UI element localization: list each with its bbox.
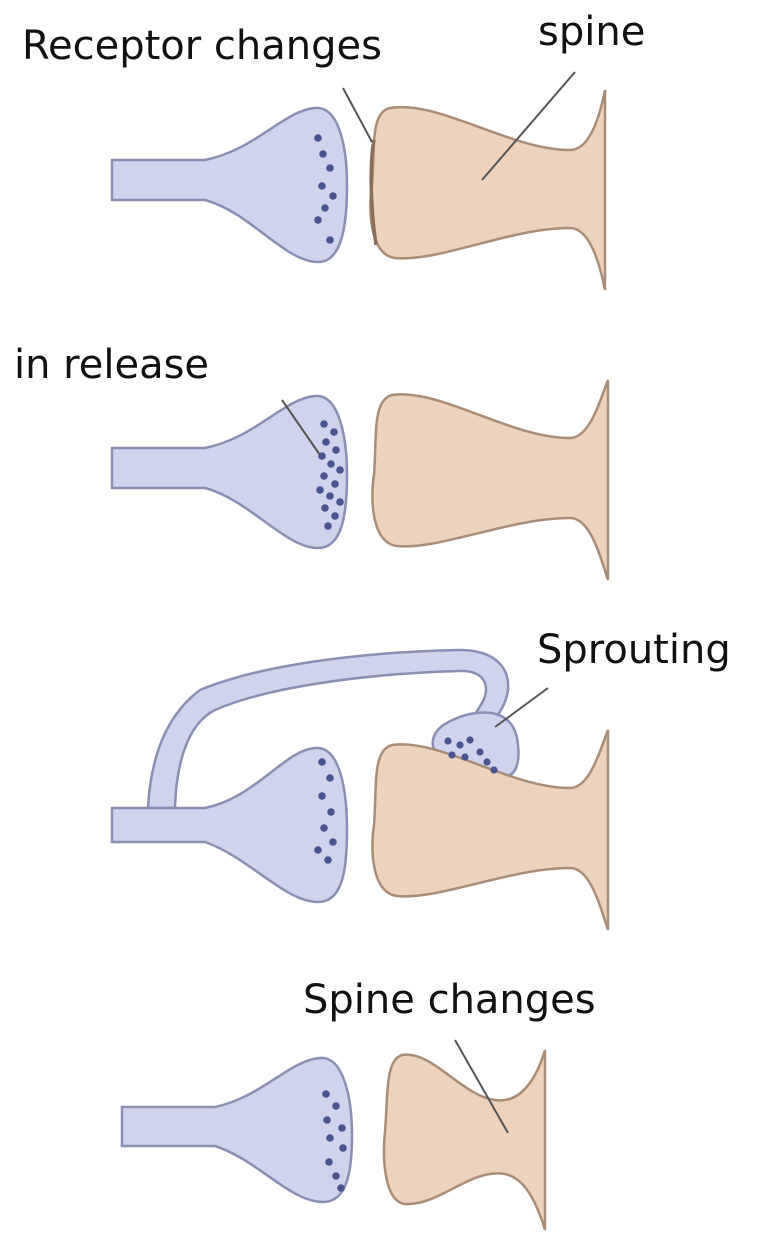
vesicle xyxy=(314,846,322,854)
vesicle xyxy=(336,466,344,474)
vesicle xyxy=(332,1172,340,1180)
vesicle xyxy=(314,134,322,142)
vesicle xyxy=(324,856,332,864)
vesicle xyxy=(318,792,326,800)
vesicle xyxy=(314,216,322,224)
vesicle xyxy=(466,736,473,743)
vesicle xyxy=(326,774,334,782)
presynaptic-terminal xyxy=(112,108,347,262)
vesicle xyxy=(448,751,455,758)
vesicle xyxy=(339,1144,347,1152)
vesicle xyxy=(318,758,326,766)
presynaptic-terminal xyxy=(122,1058,352,1202)
vesicle xyxy=(330,428,338,436)
vesicle xyxy=(483,758,490,765)
vesicle xyxy=(461,753,468,760)
vesicle xyxy=(325,1158,333,1166)
vesicle xyxy=(456,741,463,748)
label-receptor-changes: Receptor changes xyxy=(22,26,382,66)
panel-release-changes xyxy=(112,380,608,580)
vesicle xyxy=(490,766,497,773)
vesicle xyxy=(332,446,340,454)
dendritic-spine xyxy=(372,380,608,580)
vesicle xyxy=(326,236,334,244)
vesicle xyxy=(321,504,329,512)
vesicle xyxy=(329,838,337,846)
vesicle xyxy=(321,204,329,212)
vesicle xyxy=(326,1134,334,1142)
label-spine-changes: Spine changes xyxy=(303,980,596,1020)
dendritic-spine xyxy=(384,1050,545,1230)
label-in-release: in release xyxy=(14,345,209,385)
vesicle xyxy=(322,1090,330,1098)
panel-sprouting xyxy=(112,650,608,930)
vesicle xyxy=(322,438,330,446)
panel-spine-changes xyxy=(122,1040,545,1230)
panel-receptor-changes xyxy=(112,72,605,290)
vesicle xyxy=(326,492,334,500)
vesicle xyxy=(338,1124,346,1132)
vesicle xyxy=(323,1116,331,1124)
presynaptic-terminal xyxy=(112,748,347,902)
vesicle xyxy=(327,460,335,468)
vesicle xyxy=(327,808,335,816)
vesicle xyxy=(337,1184,345,1192)
vesicle xyxy=(320,824,328,832)
vesicle xyxy=(332,1102,340,1110)
vesicle xyxy=(331,480,339,488)
vesicle xyxy=(316,486,324,494)
vesicle xyxy=(476,748,483,755)
vesicle xyxy=(324,522,332,530)
vesicle xyxy=(444,737,451,744)
vesicle xyxy=(336,498,344,506)
label-spine: spine xyxy=(538,12,645,52)
vesicle xyxy=(320,472,328,480)
vesicle xyxy=(319,150,327,158)
vesicle xyxy=(320,420,328,428)
label-sprouting: Sprouting xyxy=(537,630,731,670)
presynaptic-terminal xyxy=(112,396,347,548)
leader-line xyxy=(343,88,372,142)
vesicle xyxy=(326,164,334,172)
dendritic-spine xyxy=(370,90,605,290)
vesicle xyxy=(331,512,339,520)
vesicle xyxy=(329,192,337,200)
vesicle xyxy=(318,182,326,190)
